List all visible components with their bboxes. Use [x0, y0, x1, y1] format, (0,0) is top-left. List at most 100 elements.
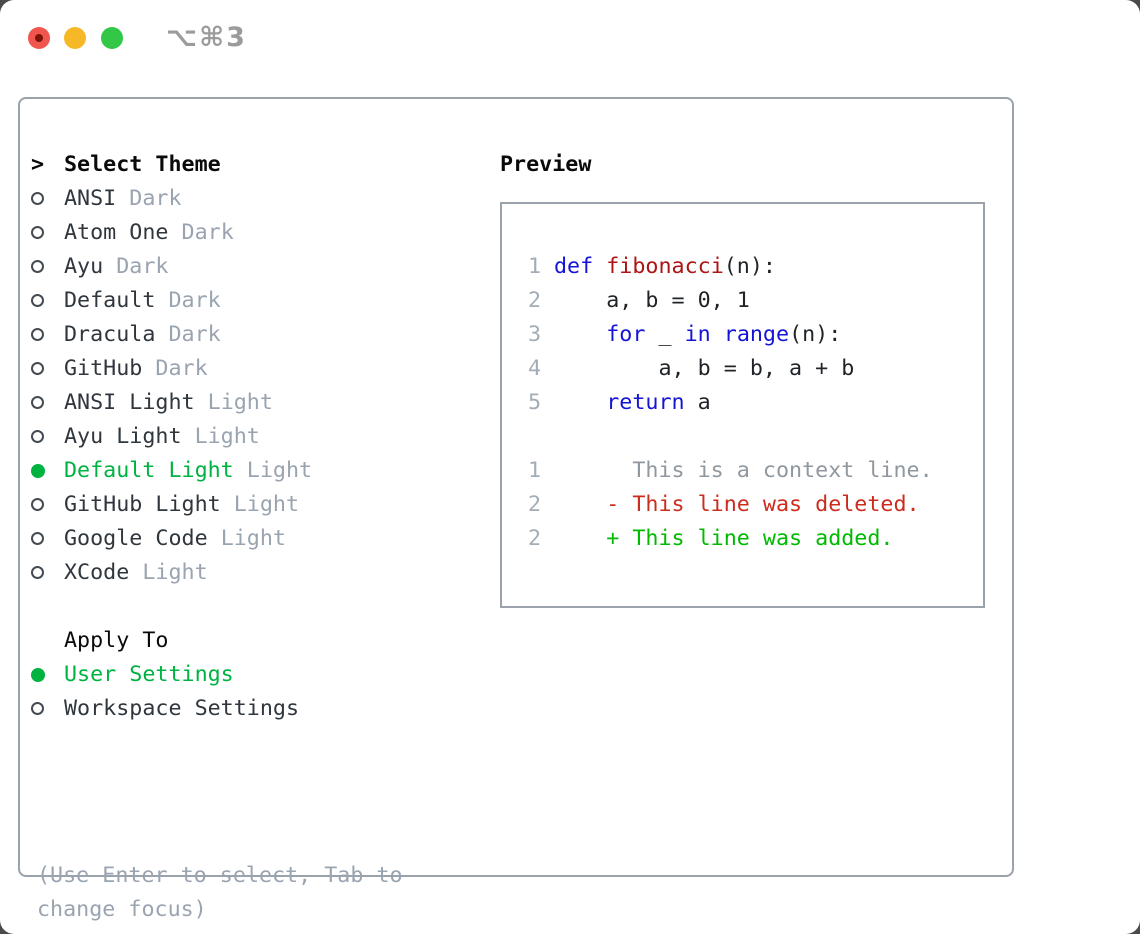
theme-name: Ayu Light: [64, 424, 182, 449]
theme-option-ansi[interactable]: ANSI Dark: [31, 182, 312, 216]
radio-selected-icon: [31, 464, 45, 478]
code-token: for: [606, 322, 646, 347]
theme-variant: Light: [207, 526, 286, 551]
radio-icon: [31, 430, 44, 443]
radio-icon: [31, 294, 44, 307]
code-line: 2 a, b = 0, 1: [528, 284, 983, 318]
theme-option-google-code[interactable]: Google Code Light: [31, 522, 312, 556]
theme-option-xcode[interactable]: XCode Light: [31, 556, 312, 590]
radio-icon: [31, 532, 44, 545]
code-token: return: [606, 390, 685, 415]
code-token: a: [684, 390, 711, 415]
radio-icon: [31, 566, 44, 579]
code-line: 5 return a: [528, 386, 983, 420]
radio-marker: [31, 284, 64, 318]
theme-option-ansi-light[interactable]: ANSI Light Light: [31, 386, 312, 420]
theme-variant: Dark: [103, 254, 169, 279]
line-number: 5: [528, 390, 542, 415]
radio-icon: [31, 702, 44, 715]
minimize-button[interactable]: [64, 27, 86, 49]
radio-marker: [31, 692, 64, 726]
radio-icon: [31, 498, 44, 511]
radio-marker: [31, 182, 64, 216]
radio-marker: [31, 420, 64, 454]
keyboard-shortcut-label: ⌥⌘3: [166, 22, 247, 53]
radio-marker: [31, 250, 64, 284]
code-token: fibonacci: [606, 254, 724, 279]
line-number: 1: [528, 458, 542, 483]
theme-name: ANSI: [64, 186, 117, 211]
theme-name: GitHub: [64, 356, 143, 381]
theme-variant: Dark: [155, 288, 221, 313]
theme-name: GitHub Light: [64, 492, 221, 517]
theme-option-dracula[interactable]: Dracula Dark: [31, 318, 312, 352]
theme-variant: Dark: [155, 322, 221, 347]
apply-option-label: Workspace Settings: [64, 696, 300, 721]
theme-variant: Light: [129, 560, 208, 585]
radio-icon: [31, 192, 44, 205]
theme-option-github-light[interactable]: GitHub Light Light: [31, 488, 312, 522]
radio-marker: [31, 454, 64, 488]
code-line: 1 This is a context line.: [528, 454, 983, 488]
theme-variant: Light: [194, 390, 273, 415]
theme-option-ayu[interactable]: Ayu Dark: [31, 250, 312, 284]
radio-marker: [31, 556, 64, 590]
line-number: 2: [528, 288, 542, 313]
theme-name: Default Light: [64, 458, 234, 483]
code-token: + This line was added.: [554, 526, 894, 551]
theme-name: Dracula: [64, 322, 156, 347]
code-line: 3 for _ in range(n):: [528, 318, 983, 352]
code-token: a, b = 0, 1: [554, 288, 750, 313]
radio-icon: [31, 260, 44, 273]
theme-option-ayu-light[interactable]: Ayu Light Light: [31, 420, 312, 454]
radio-marker: [31, 488, 64, 522]
theme-variant: Light: [220, 492, 300, 517]
theme-name: XCode: [64, 560, 130, 585]
theme-option-github[interactable]: GitHub Dark: [31, 352, 312, 386]
theme-name: ANSI Light: [64, 390, 195, 415]
theme-option-default-light[interactable]: Default Light Light: [31, 454, 312, 488]
radio-marker: [31, 522, 64, 556]
code-token: (n):: [723, 254, 776, 279]
help-text: (Use Enter to select, Tab to change focu…: [37, 863, 403, 922]
line-number: 2: [528, 526, 542, 551]
code-line: 4 a, b = b, a + b: [528, 352, 983, 386]
code-token: a, b = b, a + b: [554, 356, 855, 381]
line-number: 2: [528, 492, 542, 517]
preview-title: Preview: [500, 152, 592, 177]
theme-variant: Dark: [142, 356, 208, 381]
radio-icon: [31, 328, 44, 341]
theme-option-atom-one[interactable]: Atom One Dark: [31, 216, 312, 250]
caret-icon: >: [31, 152, 45, 177]
radio-icon: [31, 362, 44, 375]
radio-marker: [31, 318, 64, 352]
theme-variant: Dark: [168, 220, 234, 245]
theme-variant: Light: [233, 458, 313, 483]
code-token: in: [684, 322, 711, 347]
radio-marker: [31, 658, 64, 692]
code-token: [711, 322, 724, 347]
apply-option-workspace-settings[interactable]: Workspace Settings: [31, 692, 299, 726]
theme-name: Google Code: [64, 526, 208, 551]
code-token: _: [645, 322, 685, 347]
select-theme-header-label: Select Theme: [64, 152, 221, 177]
theme-option-default[interactable]: Default Dark: [31, 284, 312, 318]
apply-to-header: Apply To: [31, 624, 299, 658]
code-token: [554, 390, 606, 415]
apply-option-user-settings[interactable]: User Settings: [31, 658, 299, 692]
apply-to-marker: [31, 624, 64, 658]
line-number: 4: [528, 356, 542, 381]
apply-to-header-label: Apply To: [64, 628, 169, 653]
code-line: 2 - This line was deleted.: [528, 488, 983, 522]
select-theme-header: > Select Theme: [31, 148, 312, 182]
zoom-button[interactable]: [101, 27, 123, 49]
radio-marker: [31, 216, 64, 250]
code-token: [593, 254, 606, 279]
radio-marker: [31, 352, 64, 386]
close-button[interactable]: [28, 27, 50, 49]
